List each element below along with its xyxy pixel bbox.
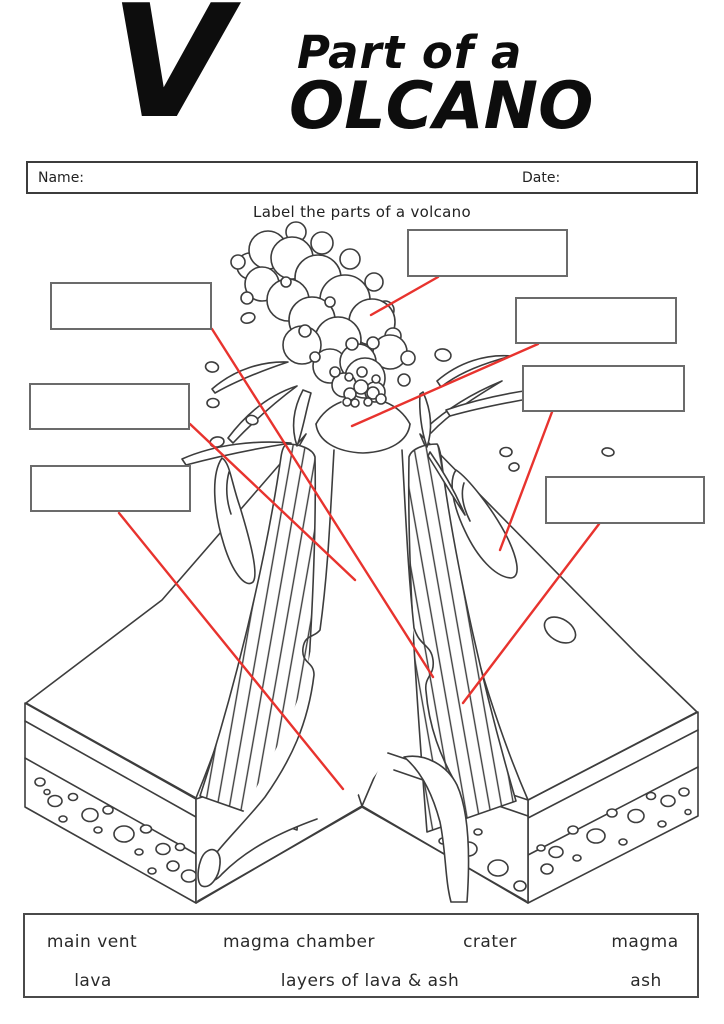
answer-box-6[interactable] [522, 365, 685, 412]
right-block-pebbles [536, 787, 692, 875]
name-date-box: Name: Date: [26, 161, 698, 194]
word-layers-of-lava-and-ash[interactable]: layers of lava & ash [280, 971, 460, 991]
title-initial-v: V [110, 0, 231, 153]
label-leader-lines [117, 275, 601, 791]
left-block-pebbles [34, 777, 198, 883]
answer-box-1[interactable] [50, 282, 212, 330]
right-lava-tongue [451, 469, 518, 579]
right-magma-spill [403, 755, 470, 903]
answer-box-5[interactable] [515, 297, 677, 344]
word-crater[interactable]: crater [463, 932, 517, 952]
magma-channel [197, 401, 527, 903]
title-olcano: OLCANO [289, 69, 594, 144]
date-label: Date: [522, 170, 561, 186]
left-lava-tongue [213, 457, 256, 585]
crater-bowl [315, 423, 411, 454]
title-part-of-a: Part of a [297, 26, 523, 79]
left-magma-drop [197, 848, 221, 888]
answer-box-7[interactable] [545, 476, 705, 524]
word-bank: main vent magma chamber crater magma lav… [23, 913, 699, 998]
name-label: Name: [38, 170, 85, 186]
word-magma[interactable]: magma [611, 932, 679, 952]
instruction-text: Label the parts of a volcano [253, 203, 471, 221]
ash-cloud [230, 221, 416, 403]
word-lava[interactable]: lava [74, 971, 112, 991]
vent-lava-blobs [342, 366, 387, 408]
word-magma-chamber[interactable]: magma chamber [223, 932, 375, 952]
word-ash[interactable]: ash [630, 971, 662, 991]
answer-box-4[interactable] [407, 229, 568, 277]
answer-box-3[interactable] [30, 465, 191, 512]
word-main-vent[interactable]: main vent [46, 932, 138, 952]
answer-box-2[interactable] [29, 383, 190, 430]
